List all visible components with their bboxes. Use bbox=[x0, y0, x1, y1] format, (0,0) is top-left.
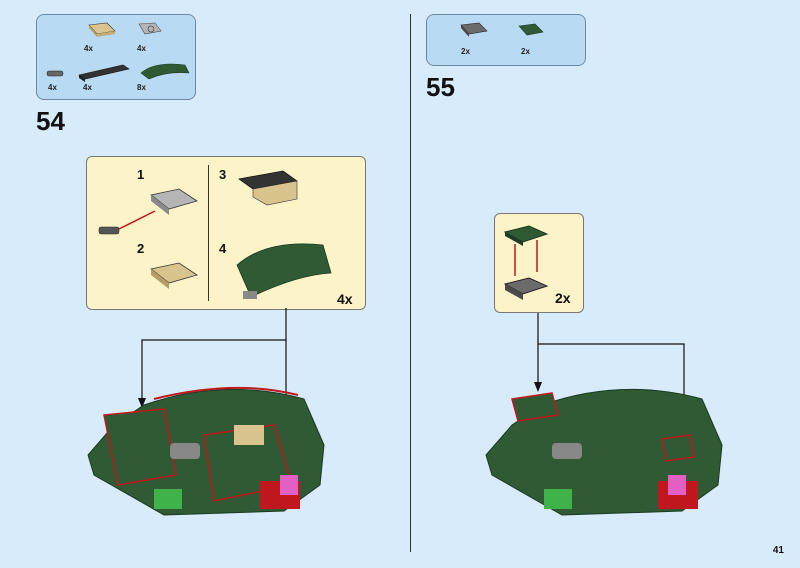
parts-list-step-54: 4x 4x 4x 4x 8x bbox=[36, 14, 196, 100]
parts-illustrations bbox=[460, 22, 544, 37]
page-number: 41 bbox=[772, 545, 784, 556]
grey-pinhole-plate-icon bbox=[138, 22, 162, 35]
step-number: 55 bbox=[426, 72, 455, 102]
green-tile-icon bbox=[518, 23, 544, 36]
black-plate-icon bbox=[78, 64, 130, 82]
part-qty: 2x bbox=[461, 47, 470, 56]
callout-divider bbox=[208, 165, 209, 301]
substep-number: 3 bbox=[219, 167, 227, 182]
page-divider bbox=[410, 14, 411, 552]
tan-plate-icon bbox=[88, 22, 116, 37]
part-qty: 2x bbox=[521, 47, 530, 56]
step-number: 54 bbox=[36, 106, 65, 136]
model-illustration-step-55 bbox=[485, 388, 723, 516]
dark-grey-plate-icon bbox=[460, 22, 488, 37]
subassembly-illustrations bbox=[98, 170, 332, 299]
insert-arrow bbox=[118, 210, 156, 230]
part-qty: 4x bbox=[48, 83, 57, 92]
subassembly-callout-step-54: 1 2 3 4 4x bbox=[86, 156, 366, 310]
pin-icon bbox=[46, 70, 64, 77]
subassembly-callout-step-55: 2x bbox=[494, 213, 584, 313]
subassembly-illustrations bbox=[503, 225, 549, 300]
parts-list-step-55: 2x 2x bbox=[426, 14, 586, 66]
multiplier: 2x bbox=[555, 290, 571, 306]
green-slope-icon bbox=[140, 63, 190, 80]
substep-number: 1 bbox=[137, 167, 145, 182]
pin-icon bbox=[98, 226, 120, 235]
part-qty: 8x bbox=[137, 83, 146, 92]
parts-illustrations bbox=[46, 22, 190, 82]
substep-number: 2 bbox=[137, 241, 145, 256]
part-qty: 4x bbox=[84, 44, 93, 53]
part-qty: 4x bbox=[83, 83, 92, 92]
multiplier: 4x bbox=[337, 291, 353, 307]
model-illustration-step-54 bbox=[87, 386, 325, 516]
substep-number: 4 bbox=[219, 241, 227, 256]
part-qty: 4x bbox=[137, 44, 146, 53]
